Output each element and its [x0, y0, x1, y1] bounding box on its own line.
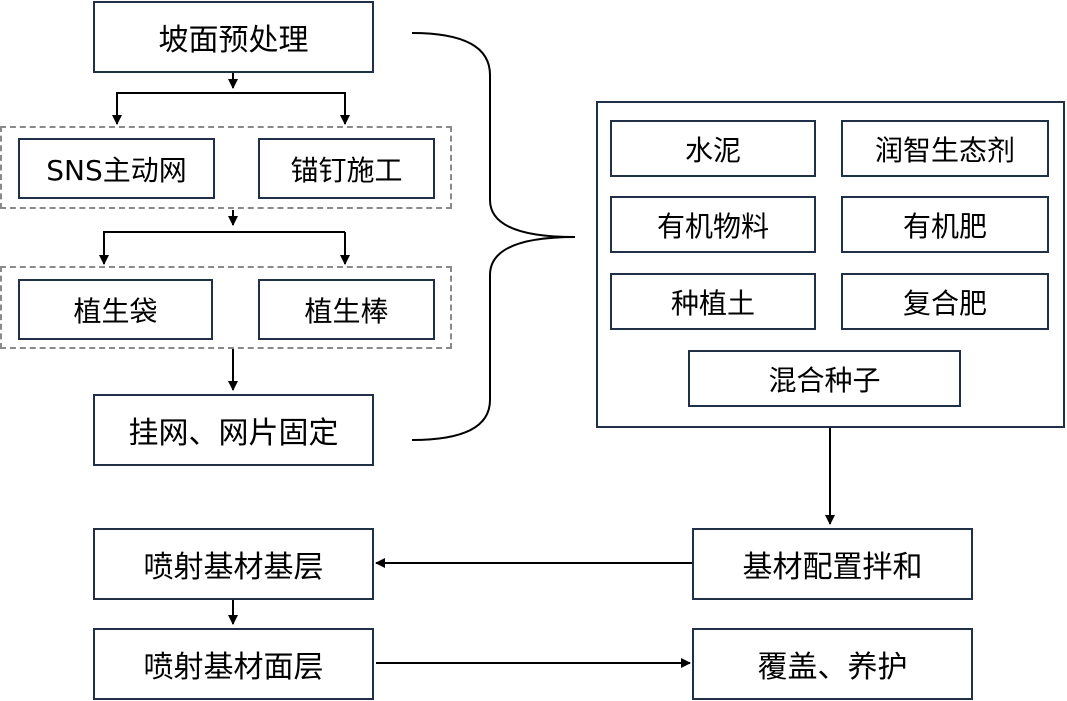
mixed-seeds-box: 混合种子	[688, 350, 961, 407]
brace	[411, 32, 576, 441]
cover-maintain-box: 覆盖、养护	[692, 628, 973, 700]
mix-config-box: 基材配置拌和	[692, 528, 973, 600]
spray-surface-layer-box: 喷射基材面层	[93, 628, 374, 700]
veg-rod-box: 植生棒	[258, 279, 435, 340]
materials-container	[596, 101, 1065, 428]
anchor-nail-box: 锚钉施工	[258, 138, 435, 199]
split-1	[116, 92, 346, 119]
organic-fertilizer-box: 有机肥	[841, 196, 1049, 253]
planting-soil-box: 种植土	[610, 273, 816, 330]
veg-bag-box: 植生袋	[18, 279, 213, 340]
organic-material-box: 有机物料	[610, 196, 816, 253]
vegetation-group	[0, 266, 452, 349]
ecological-agent-box: 润智生态剂	[841, 120, 1049, 177]
cement-box: 水泥	[610, 120, 816, 177]
compound-fertilizer-box: 复合肥	[841, 273, 1049, 330]
sns-active-net-box: SNS主动网	[18, 138, 215, 199]
hang-net-box: 挂网、网片固定	[93, 394, 374, 466]
split-2	[103, 231, 345, 262]
reinforcement-group	[0, 126, 452, 209]
spray-base-layer-box: 喷射基材基层	[93, 528, 374, 600]
slope-pretreatment-box: 坡面预处理	[93, 1, 374, 73]
